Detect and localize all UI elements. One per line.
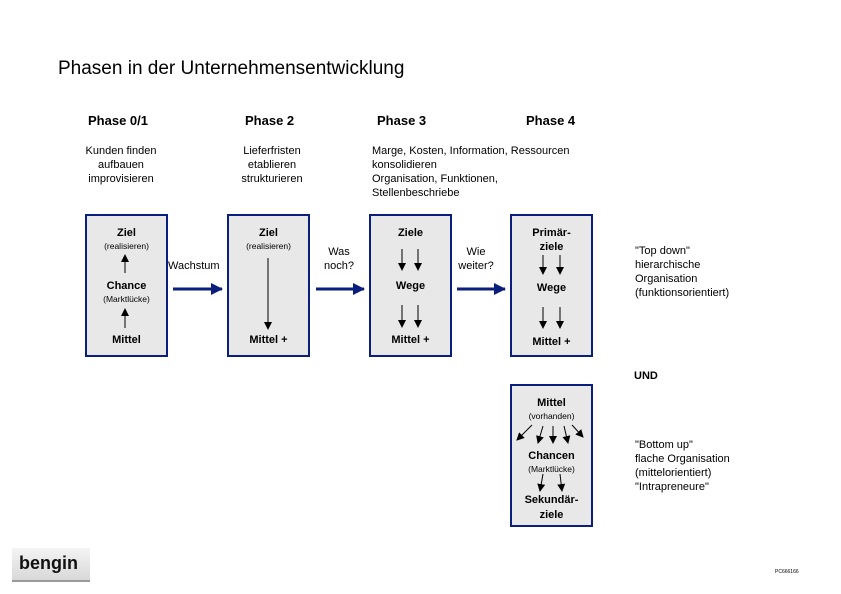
box-means: Mittel xyxy=(112,334,141,346)
box-chance: Chance xyxy=(106,280,147,292)
note-line: "Intrapreneure" xyxy=(635,481,709,493)
fan-arrow xyxy=(571,424,584,438)
phase-3-description: Marge, Kosten, Information, Ressourcen k… xyxy=(372,144,612,200)
note-line: Organisation xyxy=(635,273,698,285)
label-line: Was xyxy=(328,246,350,258)
box-goal-note: (realisieren) xyxy=(246,241,291,251)
reference-code: PC666166 xyxy=(775,569,799,575)
desc-line: Organisation, Funktionen, xyxy=(372,173,498,185)
phase-3-heading: Phase 3 xyxy=(377,113,427,128)
note-line: (funktionsorientiert) xyxy=(635,287,730,299)
box-ways: Wege xyxy=(395,280,426,292)
transition-label-2: Was noch? xyxy=(315,245,363,273)
box-goal: Ziel xyxy=(259,227,278,239)
note-line: "Top down" xyxy=(635,245,690,257)
box-secondary-goals-2: ziele xyxy=(539,509,564,521)
box-primary-goals-2: ziele xyxy=(539,241,564,253)
transition-label-1: Wachstum xyxy=(168,260,220,272)
box-goal: Ziel xyxy=(117,227,136,239)
phase-2-heading: Phase 2 xyxy=(245,113,295,128)
label-line: Wie xyxy=(466,246,486,258)
box-primary-goals-1: Primär- xyxy=(532,227,571,239)
bengin-logo: bengin xyxy=(12,548,90,582)
label-line: weiter? xyxy=(458,260,494,272)
desc-line: Marge, Kosten, Information, Ressourcen xyxy=(372,145,570,157)
phase-01-description: Kunden finden aufbauen improvisieren xyxy=(66,144,176,186)
desc-line: strukturieren xyxy=(241,173,303,185)
phase-01-heading: Phase 0/1 xyxy=(88,113,148,128)
box-chance-note: (Marktlücke) xyxy=(103,294,150,304)
box-means: Mittel + xyxy=(249,334,288,346)
page-title: Phasen in der Unternehmensentwicklung xyxy=(58,58,405,79)
note-line: hierarchische xyxy=(635,259,701,271)
note-line: (mittelorientiert) xyxy=(635,467,712,479)
fan-arrow xyxy=(536,425,544,444)
phase-4-box: Primär- ziele Wege Mittel + xyxy=(510,214,593,357)
box-means: Mittel + xyxy=(532,336,571,348)
box-chances-note: (Marktlücke) xyxy=(528,464,575,474)
box-means-note: (vorhanden) xyxy=(528,411,575,421)
and-label: UND xyxy=(634,370,658,382)
phase-3-box: Ziele Wege Mittel + xyxy=(369,214,452,357)
box-ways: Wege xyxy=(536,282,567,294)
desc-line: Stellenbeschriebe xyxy=(372,187,460,199)
desc-line: etablieren xyxy=(247,159,297,171)
box-goal-note: (realisieren) xyxy=(104,241,149,251)
desc-line: konsolidieren xyxy=(372,159,437,171)
box-chances: Chancen xyxy=(528,450,575,462)
phase-4-bottomup-box: Mittel (vorhanden) Chancen (Marktlücke) … xyxy=(510,384,593,527)
phase-4-heading: Phase 4 xyxy=(526,113,576,128)
top-down-note: "Top down" hierarchische Organisation (f… xyxy=(635,244,729,300)
phase-01-box: Ziel (realisieren) Chance (Marktlücke) M… xyxy=(85,214,168,357)
phase-2-description: Lieferfristen etablieren strukturieren xyxy=(217,144,327,186)
down-arrow xyxy=(537,473,546,492)
fan-arrow xyxy=(516,424,533,441)
note-line: "Bottom up" xyxy=(635,439,693,451)
desc-line: Kunden finden xyxy=(85,145,157,157)
box-means: Mittel xyxy=(537,397,566,409)
logo-text: bengin xyxy=(19,553,78,573)
box-secondary-goals-1: Sekundär- xyxy=(524,494,579,506)
label-line: noch? xyxy=(324,260,354,272)
desc-line: improvisieren xyxy=(88,173,154,185)
down-arrow xyxy=(557,473,566,492)
desc-line: aufbauen xyxy=(98,159,144,171)
desc-line: Lieferfristen xyxy=(243,145,301,157)
box-means: Mittel + xyxy=(391,334,430,346)
box-goals: Ziele xyxy=(397,227,424,239)
transition-label-3: Wie weiter? xyxy=(451,245,501,273)
bottom-up-note: "Bottom up" flache Organisation (mittelo… xyxy=(635,438,730,494)
note-line: flache Organisation xyxy=(635,453,730,465)
fan-arrow xyxy=(562,425,571,444)
